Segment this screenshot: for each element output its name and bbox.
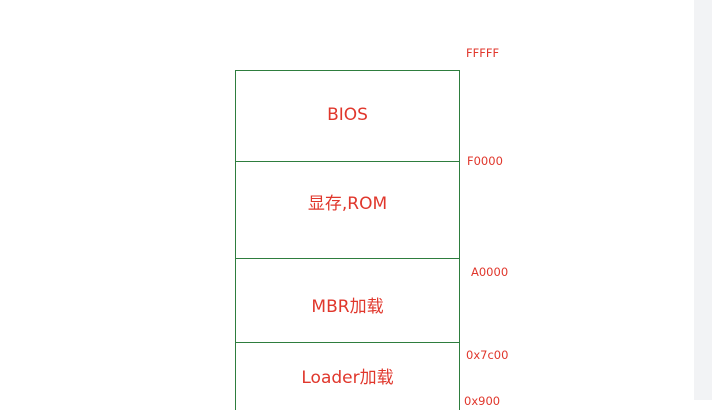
address-label-a0000: A0000 — [471, 265, 509, 279]
region-label-bios: BIOS — [327, 105, 368, 125]
memory-map-box: BIOS 显存,ROM MBR加载 Loader加载 — [235, 70, 460, 410]
address-label-7c00: 0x7c00 — [466, 348, 509, 362]
address-label-900: 0x900 — [464, 394, 501, 408]
region-label-loader: Loader加载 — [301, 368, 394, 388]
divider-f0000 — [236, 161, 459, 162]
address-label-fffff: FFFFF — [466, 46, 500, 60]
region-label-vram-rom: 显存,ROM — [307, 194, 388, 214]
address-label-f0000: F0000 — [467, 154, 503, 168]
scrollbar-track[interactable] — [694, 0, 712, 400]
divider-7c00 — [236, 342, 459, 343]
divider-a0000 — [236, 258, 459, 259]
memory-layout-diagram: BIOS 显存,ROM MBR加载 Loader加载 FFFFF F0000 A… — [235, 0, 712, 410]
region-label-mbr: MBR加载 — [311, 297, 384, 317]
